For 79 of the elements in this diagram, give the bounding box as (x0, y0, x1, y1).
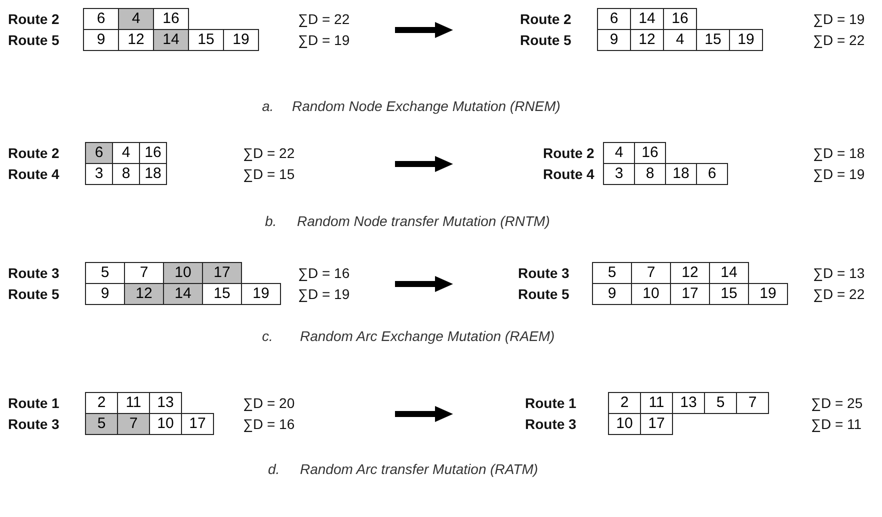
table-cell: 14 (709, 262, 749, 284)
table-cell: 5 (704, 392, 737, 414)
sum-label: ∑D = 11 (811, 415, 862, 434)
table-cell: 14 (163, 283, 203, 305)
table-cell: 2 (608, 392, 641, 414)
caption-letter: b. (265, 212, 277, 231)
route-label: Route 3 (8, 264, 60, 283)
table-cell: 13 (149, 392, 182, 414)
route-label: Route 4 (543, 165, 594, 184)
table-cell: 9 (83, 29, 119, 51)
table-cell: 4 (603, 142, 635, 164)
sum-label: ∑D = 22 (243, 144, 295, 163)
route-label: Route 1 (8, 394, 60, 413)
table-cell: 18 (139, 163, 167, 185)
sum-label: ∑D = 22 (813, 31, 865, 50)
route-label: Route 4 (8, 165, 60, 184)
sum-label: ∑D = 19 (298, 31, 350, 50)
sum-label: ∑D = 19 (298, 285, 350, 304)
table-cell: 18 (665, 163, 697, 185)
table-cell: 19 (241, 283, 281, 305)
table-cell: 14 (153, 29, 189, 51)
sum-label: ∑D = 22 (813, 285, 865, 304)
caption-title: Random Node transfer Mutation (RNTM) (297, 212, 550, 231)
table-cell: 9 (592, 283, 632, 305)
route-label: Route 2 (8, 144, 60, 163)
sum-label: ∑D = 18 (813, 144, 865, 163)
route-label: Route 5 (518, 285, 570, 304)
table-cell: 16 (139, 142, 167, 164)
table-cell: 17 (181, 413, 214, 435)
table-cell: 19 (729, 29, 763, 51)
table-cell: 3 (85, 163, 113, 185)
sum-label: ∑D = 15 (243, 165, 295, 184)
sum-label: ∑D = 19 (813, 10, 865, 29)
table-cell: 19 (223, 29, 259, 51)
sum-label: ∑D = 25 (811, 394, 863, 413)
table-cell: 13 (672, 392, 705, 414)
caption-title: Random Arc Exchange Mutation (RAEM) (300, 327, 555, 346)
table-cell: 4 (118, 8, 154, 30)
route-label: Route 5 (520, 31, 572, 50)
table-cell: 6 (696, 163, 728, 185)
caption-letter: d. (268, 460, 280, 479)
table-cell: 9 (597, 29, 631, 51)
table-cell: 5 (85, 413, 118, 435)
table-cell: 16 (663, 8, 697, 30)
sum-label: ∑D = 19 (813, 165, 865, 184)
caption-title: Random Node Exchange Mutation (RNEM) (292, 97, 560, 116)
table-cell: 7 (736, 392, 769, 414)
route-label: Route 3 (8, 415, 60, 434)
table-cell: 10 (608, 413, 641, 435)
table-cell: 15 (188, 29, 224, 51)
table-cell: 7 (117, 413, 150, 435)
table-cell: 12 (124, 283, 164, 305)
route-label: Route 2 (543, 144, 594, 163)
route-label: Route 3 (518, 264, 570, 283)
route-label: Route 1 (525, 394, 576, 413)
caption-title: Random Arc transfer Mutation (RATM) (300, 460, 538, 479)
sum-label: ∑D = 16 (243, 415, 295, 434)
sum-label: ∑D = 16 (298, 264, 350, 283)
table-cell: 6 (85, 142, 113, 164)
route-label: Route 5 (8, 31, 60, 50)
sum-label: ∑D = 20 (243, 394, 295, 413)
sum-label: ∑D = 13 (813, 264, 865, 283)
caption-letter: a. (262, 97, 274, 116)
table-cell: 17 (202, 262, 242, 284)
table-cell: 5 (592, 262, 632, 284)
caption-letter: c. (262, 327, 273, 346)
route-label: Route 3 (525, 415, 576, 434)
sum-label: ∑D = 22 (298, 10, 350, 29)
route-label: Route 2 (520, 10, 572, 29)
table-cell: 19 (748, 283, 788, 305)
table-cell: 10 (163, 262, 203, 284)
table-cell: 15 (696, 29, 730, 51)
table-cell: 3 (603, 163, 635, 185)
table-cell: 6 (597, 8, 631, 30)
route-label: Route 2 (8, 10, 60, 29)
table-cell: 17 (640, 413, 673, 435)
table-cell: 16 (634, 142, 666, 164)
table-cell: 5 (85, 262, 125, 284)
route-label: Route 5 (8, 285, 60, 304)
